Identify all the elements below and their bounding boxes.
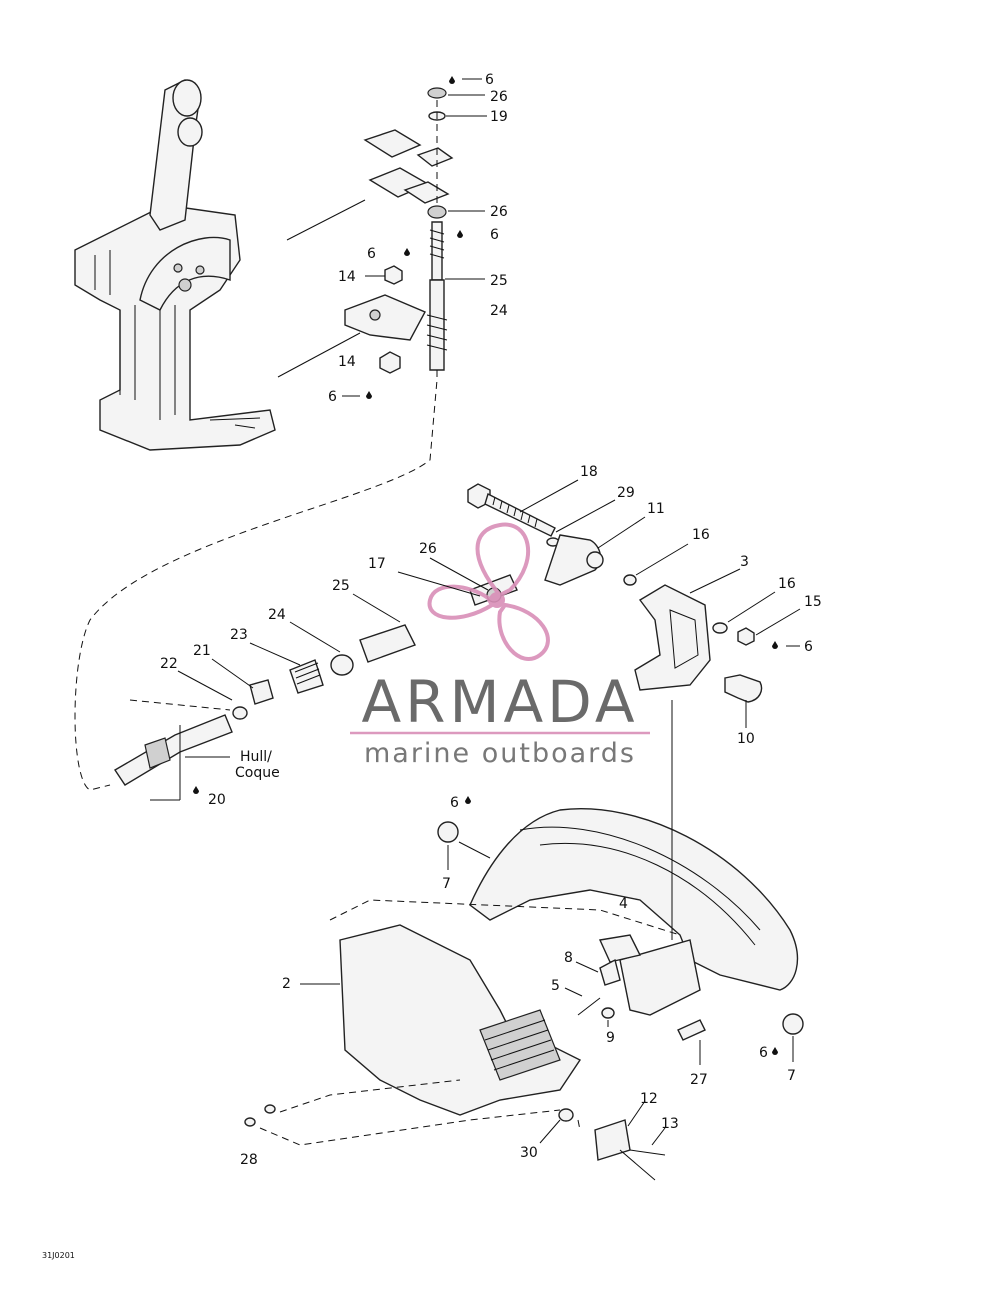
oil-drop-icon: [465, 796, 471, 804]
oil-drop-icon: [404, 248, 410, 256]
oil-drop-icon: [449, 76, 455, 84]
callout-2: 2: [282, 976, 291, 992]
callout-6: 6: [490, 227, 499, 243]
callout-6: 6: [759, 1045, 768, 1061]
callout-7: 7: [787, 1068, 796, 1084]
callout-6: 6: [328, 389, 337, 405]
callout-23: 23: [230, 627, 248, 643]
callout-24: 24: [490, 303, 508, 319]
callout-11: 11: [647, 501, 665, 517]
callout-25: 25: [490, 273, 508, 289]
callout-19: 19: [490, 109, 508, 125]
control-lever-assembly: [74, 79, 276, 451]
oil-drop-icon: [193, 786, 199, 794]
callout-13: 13: [661, 1116, 679, 1132]
callout-30: 30: [520, 1145, 538, 1161]
callout-26: 26: [419, 541, 437, 557]
callout-6: 6: [450, 795, 459, 811]
callout-20: 20: [208, 792, 226, 808]
callout-24: 24: [268, 607, 286, 623]
callout-16: 16: [778, 576, 796, 592]
callout-labels: 6 26 19 26 6 6 14 25 24 14 6 18 29 11 26…: [42, 72, 822, 1260]
callout-16: 16: [692, 527, 710, 543]
callout-29: 29: [617, 485, 635, 501]
shift-cable-assembly: [114, 483, 763, 801]
callout-5: 5: [551, 978, 560, 994]
housing-assembly: [244, 700, 804, 1181]
callout-12: 12: [640, 1091, 658, 1107]
callout-27: 27: [690, 1072, 708, 1088]
watermark: ARMADA marine outboards: [350, 522, 650, 769]
callout-21: 21: [193, 643, 211, 659]
callout-leaders: [177, 78, 801, 1146]
callout-14: 14: [338, 269, 356, 285]
callout-7: 7: [442, 876, 451, 892]
callout-10: 10: [737, 731, 755, 747]
callout-14: 14: [338, 354, 356, 370]
drawing-code: 31J0201: [42, 1251, 75, 1260]
leader-line: [277, 332, 361, 378]
callout-25: 25: [332, 578, 350, 594]
callout-6: 6: [367, 246, 376, 262]
callout-26: 26: [490, 89, 508, 105]
oil-drop-icon: [772, 641, 778, 649]
watermark-tagline: marine outboards: [364, 738, 636, 769]
oil-drop-icon: [772, 1047, 778, 1055]
callout-8: 8: [564, 950, 573, 966]
leader-line: [286, 199, 366, 241]
top-hardware-stack: [344, 87, 454, 374]
callout-4: 4: [619, 896, 628, 912]
callout-22: 22: [160, 656, 178, 672]
callout-26: 26: [490, 204, 508, 220]
hull-label: Hull/Coque: [235, 749, 280, 781]
propeller-logo-icon: [427, 522, 550, 661]
callout-3: 3: [740, 554, 749, 570]
callout-18: 18: [580, 464, 598, 480]
callout-28: 28: [240, 1152, 258, 1168]
oil-drop-icon: [366, 391, 372, 399]
callout-17: 17: [368, 556, 386, 572]
callout-15: 15: [804, 594, 822, 610]
callout-6: 6: [804, 639, 813, 655]
callout-6: 6: [485, 72, 494, 88]
callout-9: 9: [606, 1030, 615, 1046]
watermark-brand: ARMADA: [361, 668, 638, 736]
oil-drop-icons: [193, 76, 778, 1055]
oil-drop-icon: [457, 230, 463, 238]
